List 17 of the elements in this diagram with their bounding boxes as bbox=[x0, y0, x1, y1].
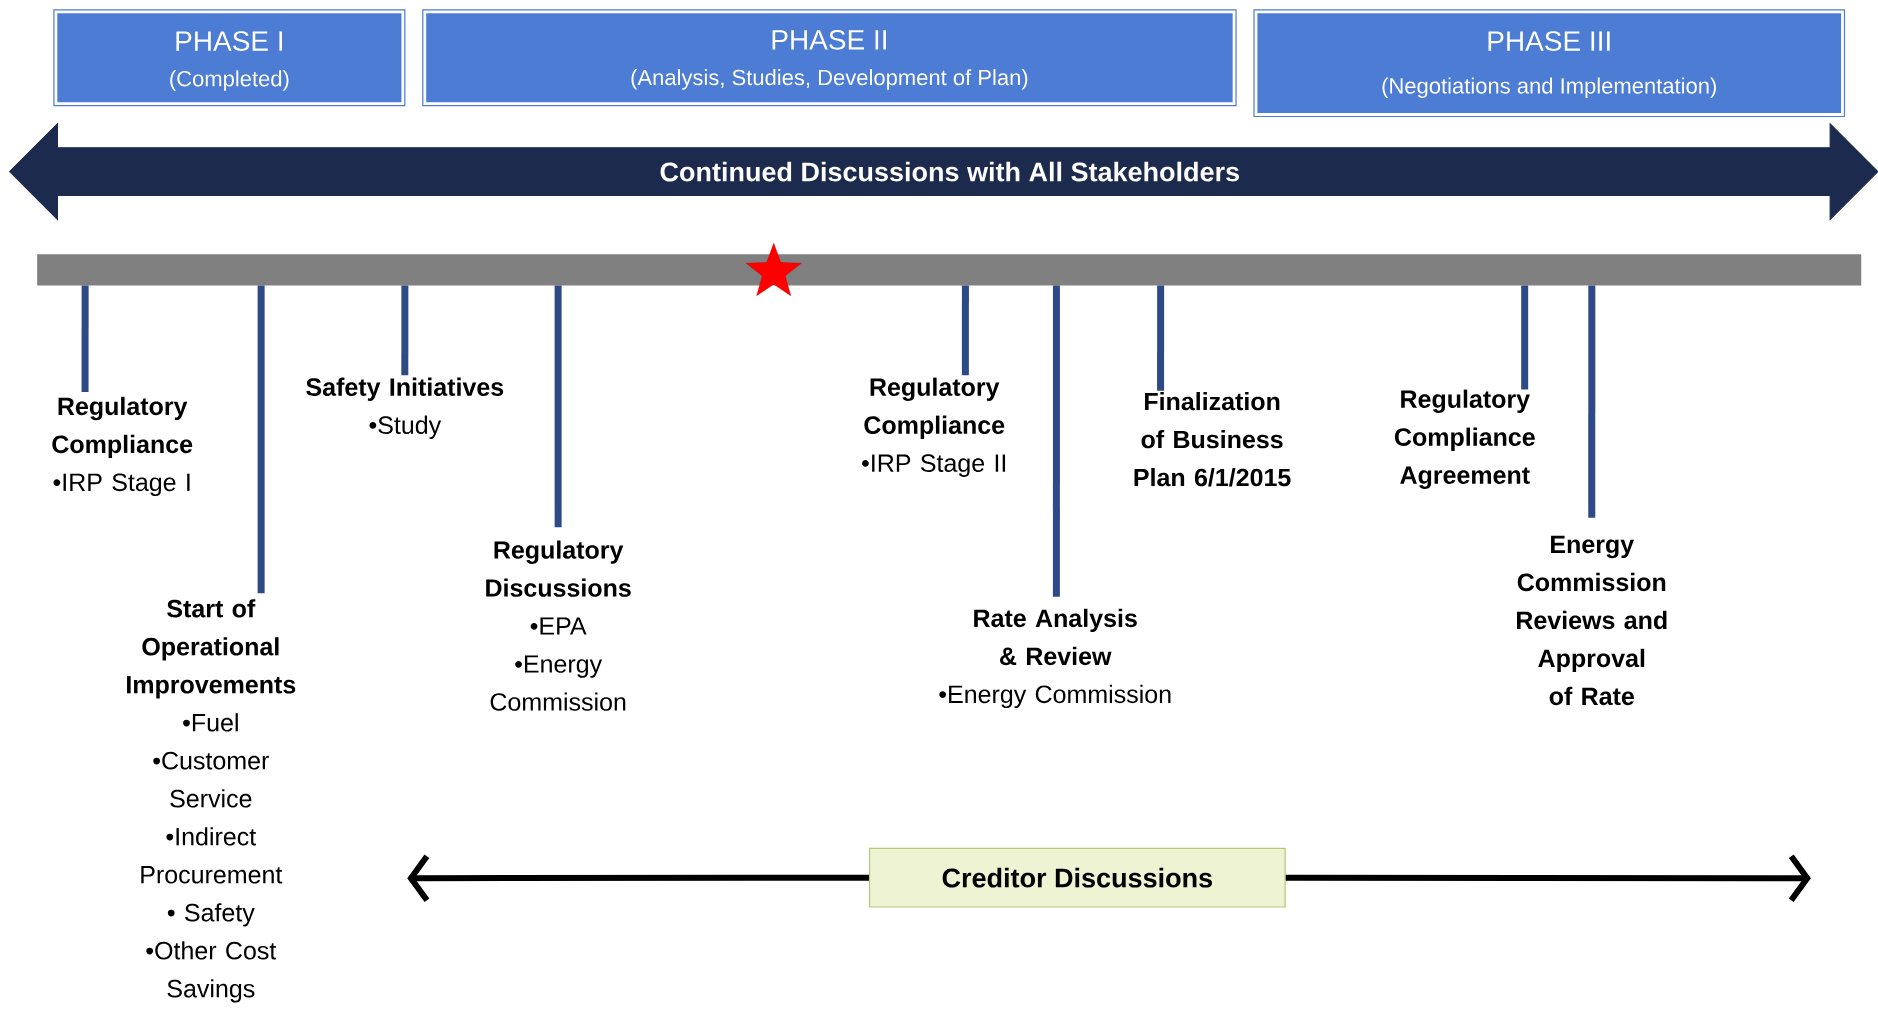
milestone-text: Rate Analysis & Review •Energy Commission bbox=[939, 608, 1171, 709]
arrow bbox=[407, 854, 869, 902]
milestone-text: Safety Initiatives •Study bbox=[306, 377, 504, 439]
milestone-text: Start of Operational Improvements •Fuel •Customer Service •Indirect Procurement • Safety •Other Cost Savings bbox=[127, 599, 296, 1003]
phase-box: PHASE II (Analysis, Studies, Development of Plan) bbox=[422, 9, 1237, 107]
milestone-text: Energy Commission Reviews and Approval of Rate bbox=[1517, 535, 1667, 706]
arrow bbox=[1285, 854, 1811, 902]
milestone-text: Regulatory Compliance •IRP Stage I bbox=[52, 396, 193, 497]
creditor-box: Creditor Discussions bbox=[868, 847, 1286, 908]
milestone-text: Regulatory Discussions •EPA •Energy Commission bbox=[486, 540, 631, 711]
milestone-text: Regulatory Compliance Agreement bbox=[1394, 389, 1535, 489]
timeline-bar bbox=[37, 254, 1862, 286]
double-arrow-band: Continued Discussions with All Stakeholders bbox=[9, 123, 1878, 220]
milestone-text: Finalization of Business Plan 6/1/2015 bbox=[1134, 392, 1291, 487]
phase-box: PHASE III (Negotiations and Implementation) bbox=[1253, 9, 1846, 118]
phase-box: PHASE I (Completed) bbox=[53, 9, 406, 107]
milestone-text: Regulatory Compliance •IRP Stage II bbox=[862, 377, 1006, 477]
